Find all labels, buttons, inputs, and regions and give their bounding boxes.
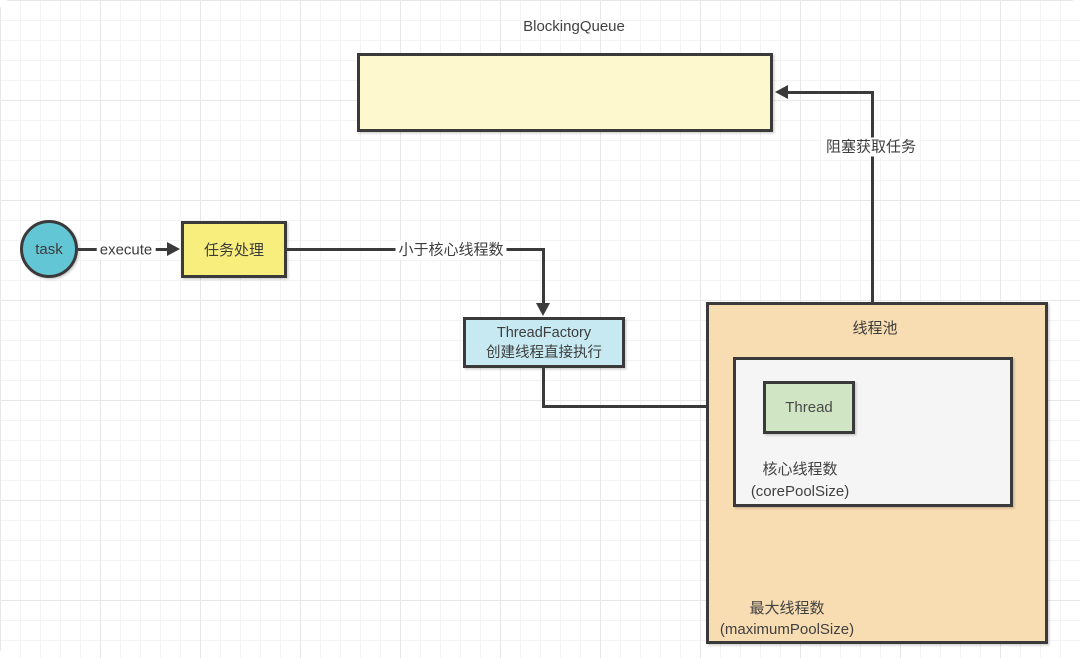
thread-factory-label-line1: ThreadFactory	[496, 324, 592, 341]
edge-less-than-core-vline	[542, 248, 545, 305]
blocking-queue-title: BlockingQueue	[523, 18, 625, 35]
max-pool-caption-line2: (maximumPoolSize)	[719, 621, 855, 638]
max-pool-caption-line1: 最大线程数	[749, 600, 825, 617]
edge-execute-label: execute	[96, 240, 156, 260]
core-pool-group	[733, 357, 1013, 507]
thread-factory-label-line2: 创建线程直接执行	[486, 344, 602, 361]
core-pool-caption-line2: (corePoolSize)	[750, 483, 850, 500]
task-process-label: 任务处理	[203, 242, 264, 259]
task-node: task	[20, 220, 78, 278]
task-node-label: task	[35, 240, 63, 258]
core-pool-caption: 核心线程数 (corePoolSize)	[720, 459, 880, 503]
edge-less-than-core-arrow-icon	[536, 303, 550, 316]
task-process-node: 任务处理	[181, 221, 287, 278]
thread-node-label: Thread	[785, 399, 833, 416]
edge-less-than-core-label: 小于核心线程数	[395, 240, 507, 260]
max-pool-caption: 最大线程数 (maximumPoolSize)	[697, 598, 877, 640]
edge-factory-thread-hline	[542, 405, 752, 408]
thread-node: Thread	[763, 381, 855, 434]
edge-blocking-fetch-label: 阻塞获取任务	[822, 137, 920, 157]
edge-factory-thread-vline	[542, 368, 545, 408]
thread-pool-label: 线程池	[852, 320, 898, 337]
edge-blocking-fetch-arrow-icon	[775, 85, 788, 99]
thread-factory-node: ThreadFactory 创建线程直接执行	[463, 317, 625, 368]
edge-execute-arrow-icon	[167, 242, 180, 256]
edge-blocking-fetch-vline	[871, 91, 874, 303]
core-pool-caption-line1: 核心线程数	[762, 461, 838, 478]
blocking-queue-box	[357, 53, 773, 132]
edge-blocking-fetch-hline	[785, 91, 874, 94]
